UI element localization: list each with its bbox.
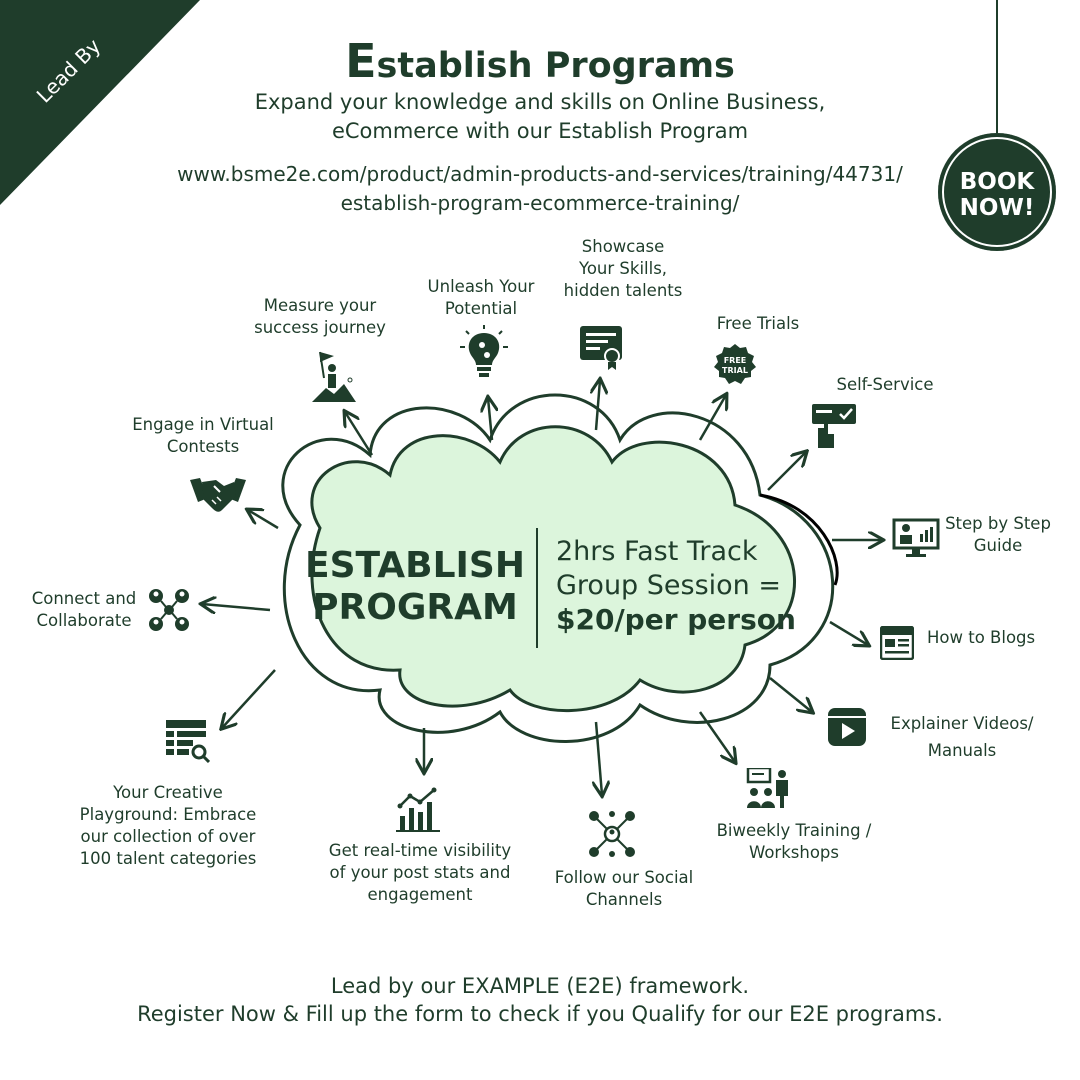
- certificate-icon: [580, 326, 622, 370]
- video-play-icon: [828, 708, 866, 746]
- analytics-chart-icon: [396, 787, 440, 832]
- cloud-fill: [310, 425, 796, 713]
- footer-text: Lead by our EXAMPLE (E2E) framework. Reg…: [137, 974, 943, 1026]
- program-name: ESTABLISH PROGRAM: [305, 545, 525, 628]
- cloud-outline: [281, 393, 834, 743]
- feature-blogs-label: How to Blogs: [927, 628, 1036, 647]
- page-subtitle: Expand your knowledge and skills on Onli…: [254, 90, 826, 143]
- blog-page-icon: [880, 626, 914, 660]
- handshake-icon: [190, 478, 246, 512]
- book-now-button[interactable]: BOOK NOW!: [938, 133, 1056, 251]
- page-title: Establish Programs: [345, 34, 735, 88]
- hanging-string: [996, 0, 998, 133]
- mountain-flag-icon: [312, 351, 356, 402]
- presentation-icon: [892, 518, 940, 557]
- svg-text:TRIAL: TRIAL: [722, 366, 748, 375]
- feature-self-service-label: Self-Service: [836, 375, 934, 394]
- feature-biweekly-label: Biweekly Training /Workshops: [716, 821, 872, 862]
- free-trial-badge-icon: FREE TRIAL: [714, 344, 756, 384]
- social-network-icon: [589, 811, 635, 857]
- corner-ribbon: Lead By EXAMPLE: [0, 0, 200, 205]
- table-search-icon: [166, 720, 210, 764]
- people-network-icon: [149, 589, 189, 631]
- program-offer: 2hrs Fast Track Group Session = $20/per …: [556, 536, 796, 636]
- training-session-icon: [746, 768, 788, 808]
- svg-text:FREE: FREE: [724, 356, 747, 365]
- feature-free-trials-label: Free Trials: [716, 314, 800, 333]
- lightbulb-icon: [460, 325, 508, 377]
- touch-screen-icon: [812, 404, 856, 448]
- program-url[interactable]: www.bsme2e.com/product/admin-products-an…: [177, 162, 903, 215]
- center-divider: [536, 528, 538, 648]
- feature-explainer-label: Explainer Videos/Manuals: [890, 714, 1034, 760]
